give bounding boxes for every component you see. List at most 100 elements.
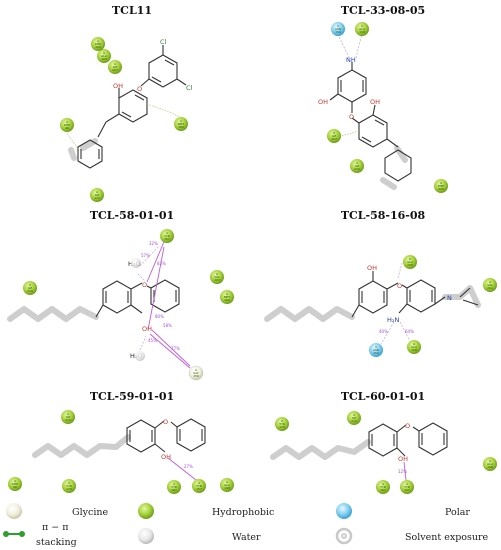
residue-chain: A [356,161,359,165]
residue-name: ALA [101,54,108,58]
atom-nh-1: NH [346,56,356,64]
panel-title-2: TCL-33-08-05 [341,4,425,17]
residue-number: 156 [193,374,199,378]
residue-bubble [355,22,369,36]
residue-name: VAL [214,275,220,279]
percent-label-7: 45% [148,338,157,343]
residue-name: ALA [411,345,418,349]
atom-oh-5: OH [367,264,377,272]
polar-swatch-icon [336,503,352,519]
panel-6-residues: A TYR 175 A ILE 215 A ALA 198 A TYR 161 … [275,411,497,494]
residue-name: TYR [195,484,202,488]
residue-tyr-157: A TYR 157 [192,479,206,493]
residue-name: ALA [224,483,231,487]
residue-name: ILE [95,193,100,197]
residue-chain: A [68,481,71,485]
residue-name: VAL [487,283,493,287]
residue-chain: A [226,480,229,484]
percent-label-5: 58% [163,323,172,328]
percent-label-4: 80% [155,314,164,319]
legend-glycine: Glycine [6,503,108,519]
panel-4-residues: A ALA 205 A VAL 201 A ASN 159 A ALA 158 [369,255,497,357]
water-molecule [131,258,141,268]
residue-name: TYR [379,485,386,489]
panel-title-3: TCL-58-01-01 [90,209,174,222]
panel-4-molecule [264,262,481,345]
atom-o-6: O [405,422,410,430]
residue-name: ILE [355,164,360,168]
residue-number: 205 [438,187,444,191]
residue-asn-159: A ASN 159 [369,343,383,357]
residue-number: 157 [164,237,170,241]
atom-oh-4: OH [142,325,152,333]
residue-ile-215: A ILE 215 [347,411,361,425]
residue-chain: A [180,119,183,123]
residue-name: MET [178,122,184,126]
residue-name: ILE [332,134,337,138]
residue-ala-205: A ALA 205 [403,255,417,269]
residue-bubble [188,365,204,381]
residue-bubble [331,22,345,36]
residue-chain: A [195,368,198,372]
residue-number: 157 [404,488,410,492]
atom-oh-3: OH [370,98,380,106]
residue-chain: A [382,482,385,486]
residue-number: 215 [354,167,360,171]
residue-name: MET [224,295,230,299]
residue-bubble [108,60,122,74]
panel-1-residues: A ALA 105 A PHE 102 A ILE 207 A PHE 96 A… [60,37,188,202]
residue-chain: A [406,482,409,486]
residue-bubble [327,129,341,143]
water-molecule [135,351,145,361]
residue-ile-215: A ILE 215 [350,159,364,173]
residue-name: PHE [64,123,70,127]
residue-chain: A [409,257,412,261]
residue-asn-159: A ASN 159 [331,22,345,36]
residue-name: PHE [95,42,101,46]
legend-pipi-label-line1: π − π [42,522,69,533]
residue-bubble [434,179,448,193]
residue-bubble [275,417,289,431]
residue-chain: A [14,479,17,483]
panel-title-4: TCL-58-16-08 [341,209,426,222]
residue-number: 158 [359,30,365,34]
residue-ile-171: A ILE 171 [90,188,104,202]
residue-bubble [483,278,497,292]
atom-oh-1: OH [113,82,123,90]
residue-chain: A [361,24,364,28]
residue-chain: A [216,272,219,276]
legend-glycine-label: Glycine [72,507,108,518]
legend-solvent: Solvent exposure [335,527,489,545]
residue-chain: A [226,292,229,296]
residue-bubble [347,411,361,425]
residue-chain: A [114,62,117,66]
atom-oh-7: OH [398,455,408,463]
residue-met-161: A MET 161 [220,290,234,304]
residue-name: TYR [163,234,170,238]
residue-number: 159 [335,30,341,34]
residue-number: 198 [487,465,493,469]
residue-ala-105: A ALA 105 [97,49,111,63]
panel-2-molecule [329,33,412,190]
residue-number: 198 [224,486,230,490]
residue-bubble [369,343,383,357]
residue-number: 102 [95,45,101,49]
residue-name: PHE [12,482,18,486]
residue-bubble [220,290,234,304]
atom-oh-2: OH [318,98,328,106]
legend: Glycine Hydrophobic Polar π − π stacking… [3,503,489,548]
residue-number: 201 [487,286,493,290]
residue-bubble [192,479,206,493]
residue-chain: A [96,190,99,194]
residue-name: ILE [28,286,33,290]
residue-chain: A [333,131,336,135]
residue-bubble [90,188,104,202]
atom-cl-1: Cl [160,38,167,46]
legend-polar: Polar [336,503,470,519]
residue-chain: A [198,481,201,485]
residue-tyr-157: A TYR 157 [400,480,414,494]
residue-chain: A [413,342,416,346]
residue-name: GLY [193,371,199,375]
percent-label-9: 64% [405,329,414,334]
